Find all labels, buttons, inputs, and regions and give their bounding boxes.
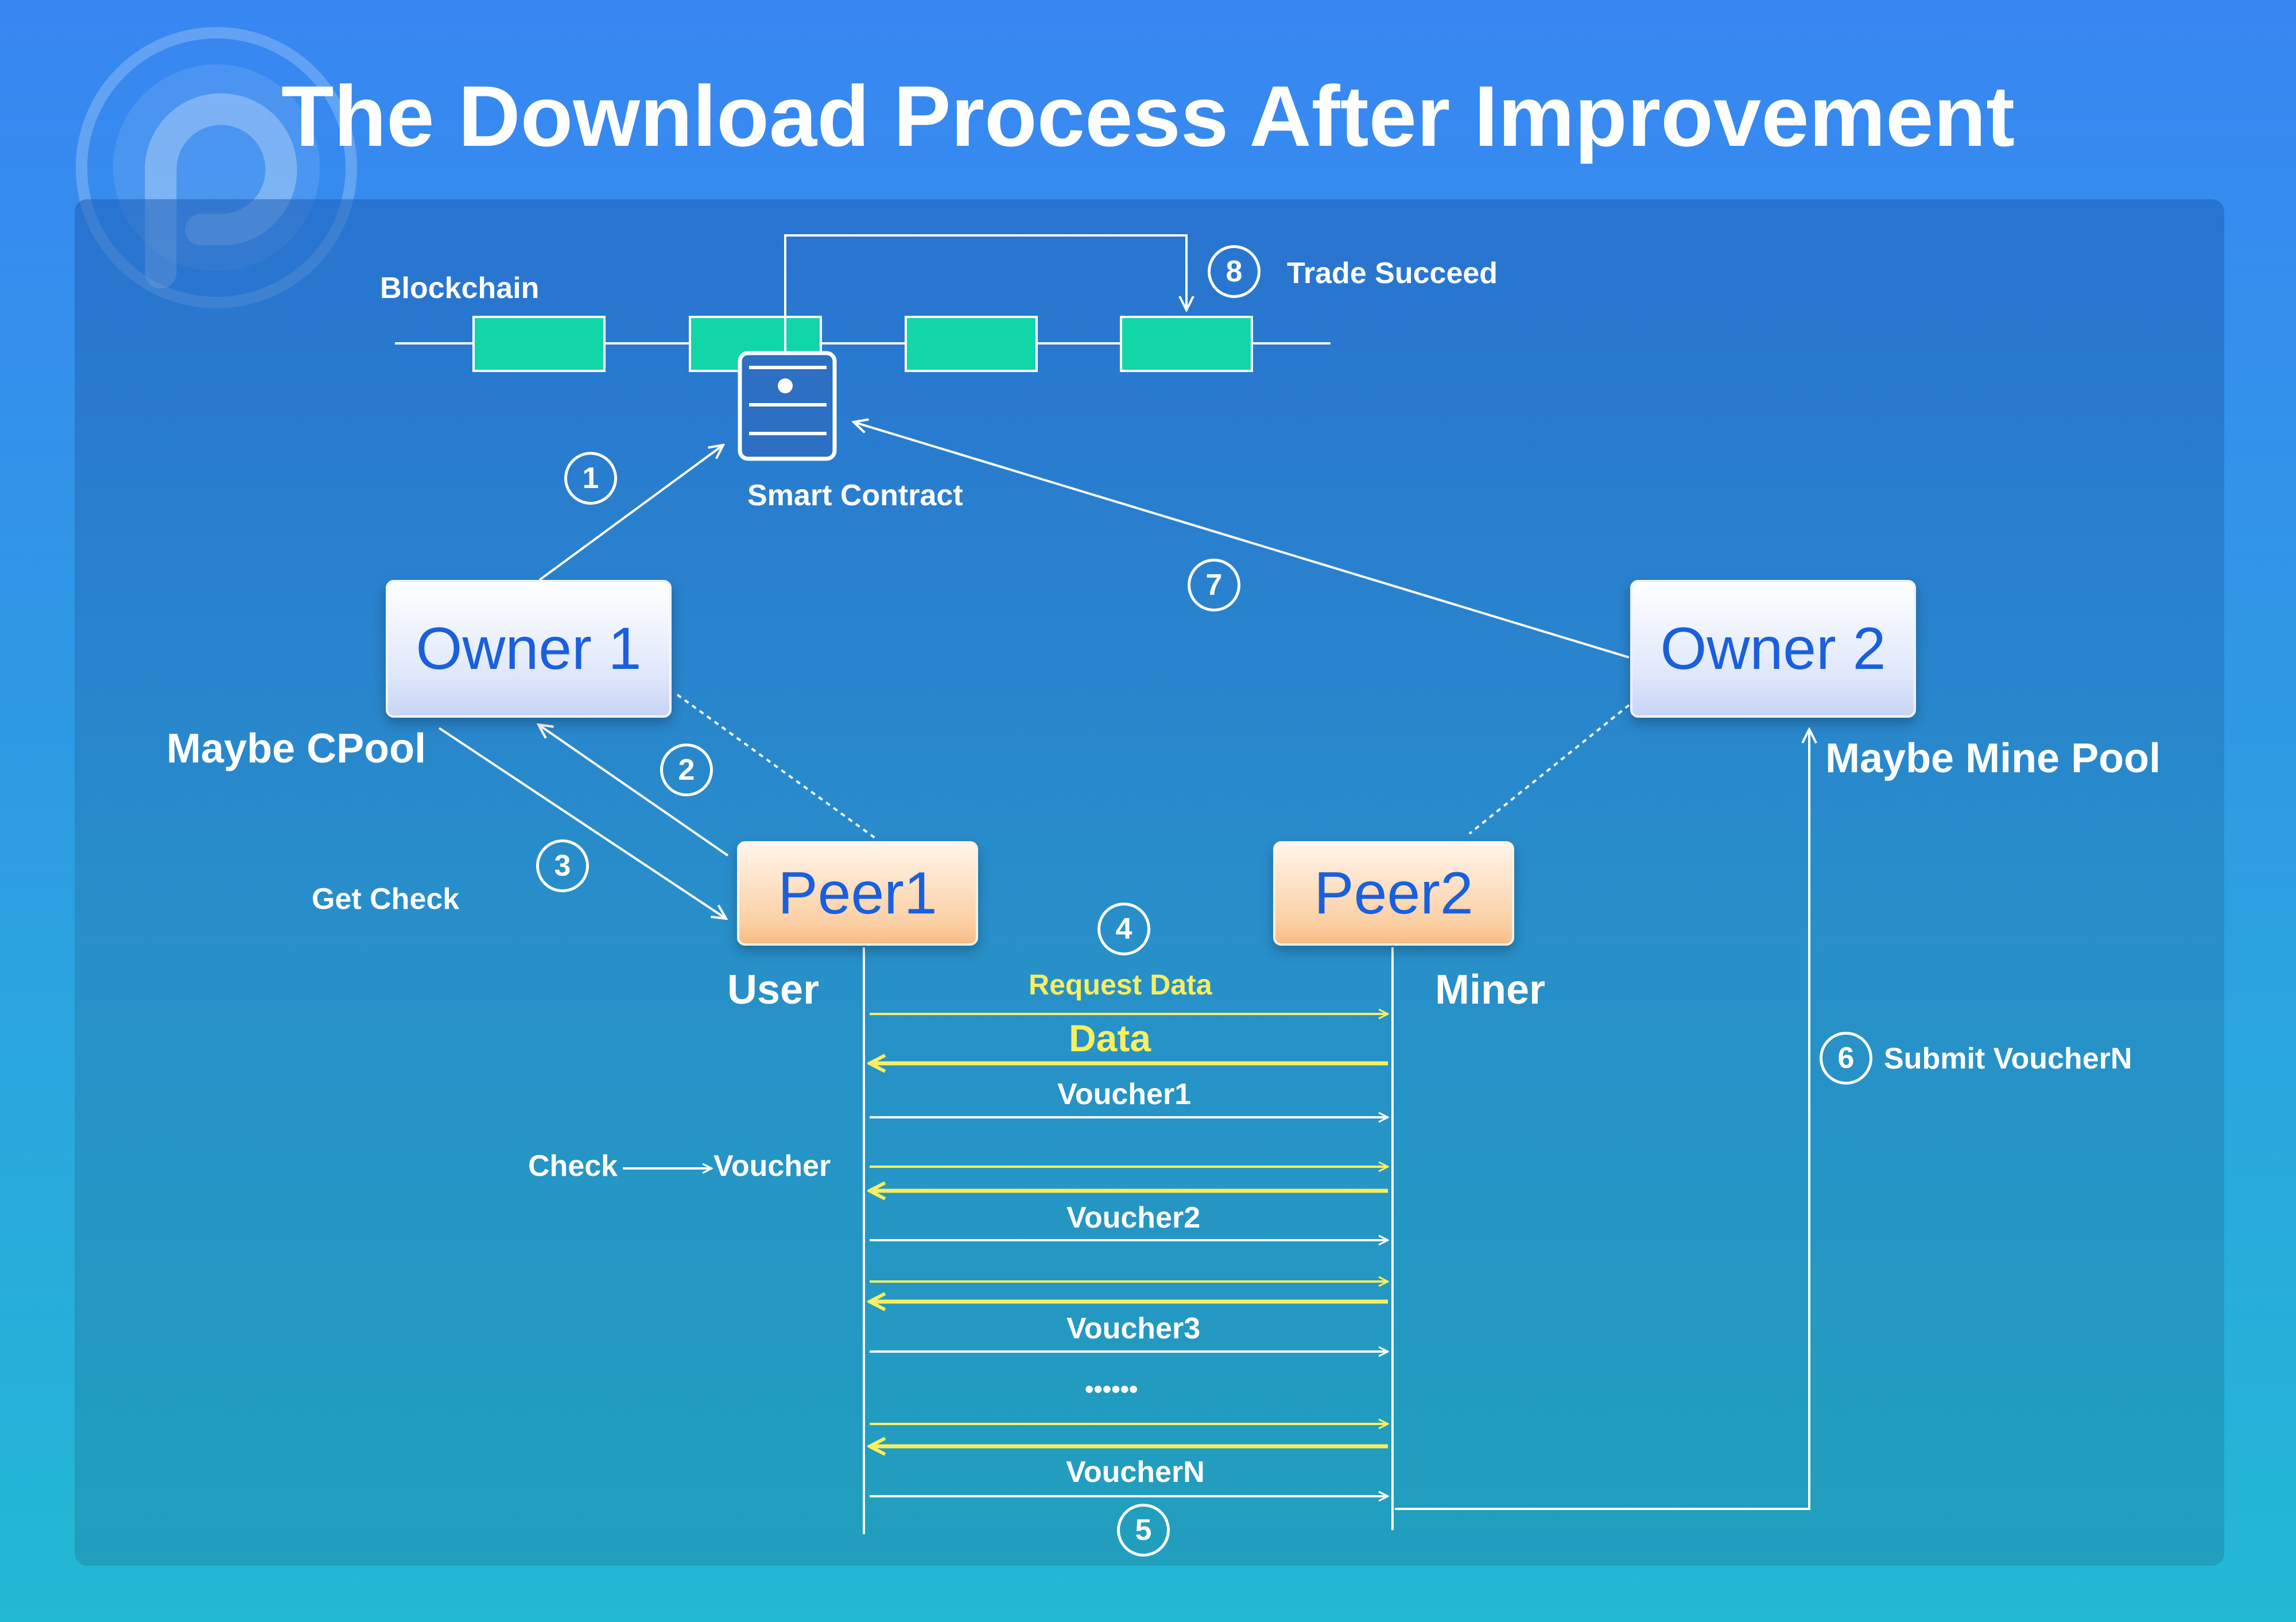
step-6-badge: 6 <box>1820 1032 1872 1085</box>
check-label: Check <box>528 1149 618 1183</box>
block-4 <box>1120 316 1253 372</box>
step-7-badge: 7 <box>1188 559 1240 611</box>
step-8-badge: 8 <box>1208 245 1261 298</box>
voucherN-label: VoucherN <box>1066 1455 1205 1489</box>
page-title: The Download Process After Improvement <box>281 68 2015 164</box>
step-2-badge: 2 <box>660 744 713 796</box>
submit-voucherN-arrow <box>1395 729 1809 1510</box>
miner-label: Miner <box>1435 967 1546 1013</box>
block-3 <box>905 316 1038 372</box>
step7-arrow <box>854 422 1630 659</box>
data-label: Data <box>1069 1017 1151 1059</box>
step3-arrow <box>438 727 726 919</box>
submit-voucherN-label: Submit VoucherN <box>1884 1042 2132 1075</box>
voucher1-label: Voucher1 <box>1057 1078 1192 1111</box>
owner2-peer2-link <box>1468 704 1630 835</box>
owner2-label: Owner 2 <box>1660 615 1886 682</box>
step-1-badge: 1 <box>564 452 617 505</box>
step2-arrow <box>538 725 729 857</box>
peer1-label: Peer1 <box>778 860 937 927</box>
maybe-mine-pool-label: Maybe Mine Pool <box>1825 735 2161 781</box>
diagram-panel <box>75 199 2224 1566</box>
peer1-node: Peer1 <box>737 841 978 946</box>
step-4-badge: 4 <box>1097 903 1150 955</box>
trade-succeed-arrow <box>784 234 1186 385</box>
owner1-peer1-link <box>676 694 878 841</box>
step-5-badge: 5 <box>1117 1504 1170 1557</box>
ellipsis-label: •••••• <box>1085 1375 1138 1403</box>
voucher-label: Voucher <box>713 1149 831 1183</box>
request-data-label: Request Data <box>1029 969 1212 1001</box>
peer2-node: Peer2 <box>1273 841 1514 946</box>
voucher2-label: Voucher2 <box>1066 1201 1201 1234</box>
block-1 <box>472 316 606 372</box>
peer2-label: Peer2 <box>1314 860 1473 927</box>
voucher3-label: Voucher3 <box>1066 1312 1201 1345</box>
step-3-badge: 3 <box>536 839 589 892</box>
trade-succeed-label: Trade Succeed <box>1287 257 1498 290</box>
owner2-node: Owner 2 <box>1630 580 1916 718</box>
step1-arrow <box>538 445 723 581</box>
smart-contract-icon <box>738 351 837 461</box>
user-label: User <box>727 967 820 1013</box>
owner1-label: Owner 1 <box>416 615 642 682</box>
maybe-cpool-label: Maybe CPool <box>166 726 426 772</box>
smart-contract-label: Smart Contract <box>747 479 963 512</box>
owner1-node: Owner 1 <box>386 580 672 718</box>
get-check-label: Get Check <box>312 882 460 916</box>
blockchain-label: Blockchain <box>380 272 540 305</box>
